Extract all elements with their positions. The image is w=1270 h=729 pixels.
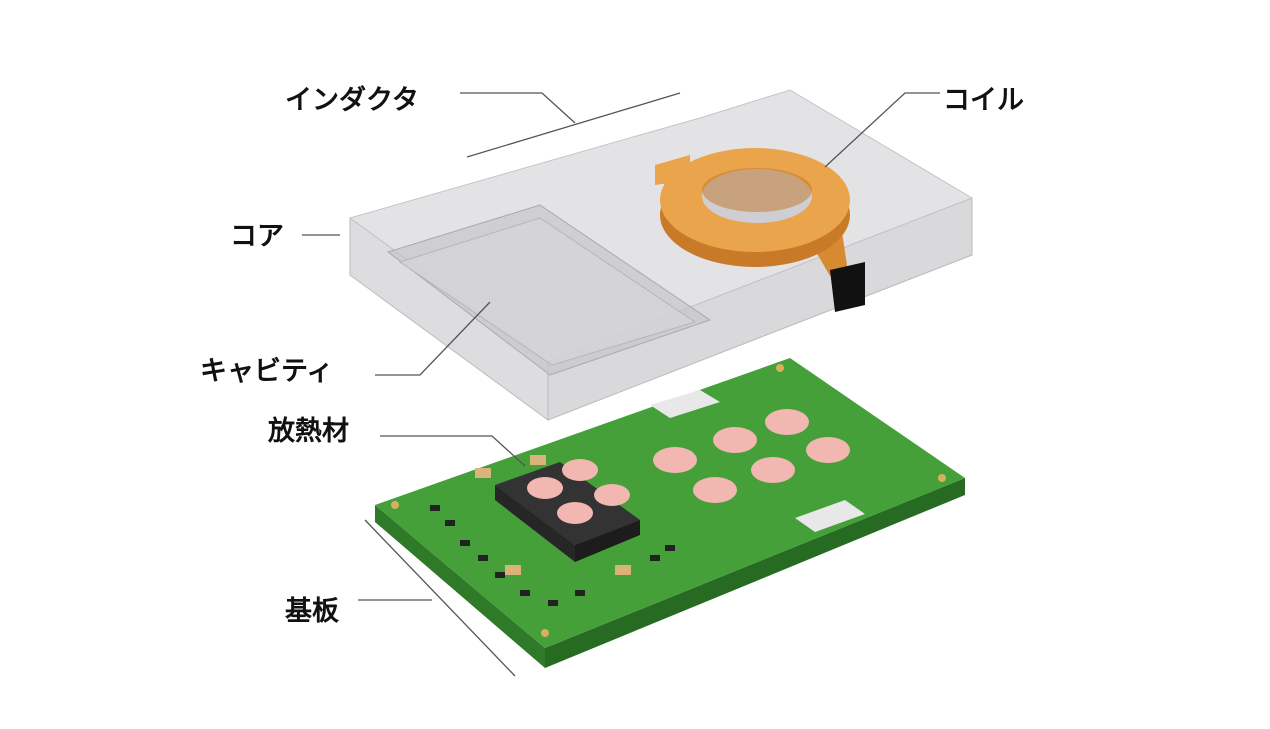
coil bbox=[655, 148, 865, 312]
label-heat-sink-material: 放熱材 bbox=[268, 416, 349, 447]
label-substrate: 基板 bbox=[285, 596, 339, 627]
label-cavity: キャビティ bbox=[200, 356, 334, 387]
leader-lines bbox=[302, 92, 940, 677]
core-box bbox=[348, 89, 974, 421]
substrate-board bbox=[375, 358, 965, 668]
label-core: コア bbox=[230, 221, 284, 252]
label-coil: コイル bbox=[943, 85, 1024, 116]
label-inductor: インダクタ bbox=[285, 85, 419, 116]
